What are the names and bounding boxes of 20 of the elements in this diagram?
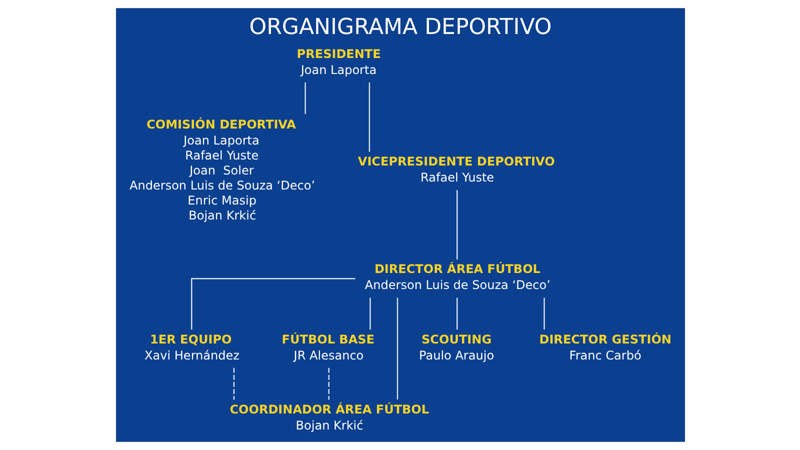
connector <box>456 298 458 330</box>
node-text: VICEPRESIDENTE DEPORTIVO Rafael Yuste <box>357 154 554 185</box>
connector <box>368 82 370 152</box>
connector <box>304 82 306 114</box>
node-text: COORDINADOR ÁREA FÚTBOL Bojan Krkić <box>229 402 429 432</box>
connector <box>456 190 458 260</box>
connector <box>190 278 355 330</box>
connector <box>396 298 398 400</box>
node-text: SCOUTING Paulo Araujo <box>418 332 494 362</box>
connector <box>232 368 234 400</box>
node-text: COMISIÓN DEPORTIVA Joan Laporta Rafael Yuste Joan Soler Anderson Luis de Souza ‘Deco’ Enric Masip Bojan Krkić <box>129 117 315 223</box>
node-text: DIRECTOR GESTIÓN Franc Carbó <box>538 332 671 362</box>
node-text: PRESIDENTE Joan Laporta <box>296 46 380 77</box>
node-text: 1ER EQUIPO Xavi Hernández <box>144 332 240 362</box>
connector <box>543 298 544 330</box>
diagram-title: ORGANIGRAMA DEPORTIVO <box>248 14 552 40</box>
connector <box>328 368 329 400</box>
node-text: FÚTBOL BASE JR Alesanco <box>281 332 374 362</box>
node-text: DIRECTOR ÁREA FÚTBOL Anderson Luis de Souza ‘Deco’ <box>364 262 550 292</box>
connector <box>369 298 370 330</box>
